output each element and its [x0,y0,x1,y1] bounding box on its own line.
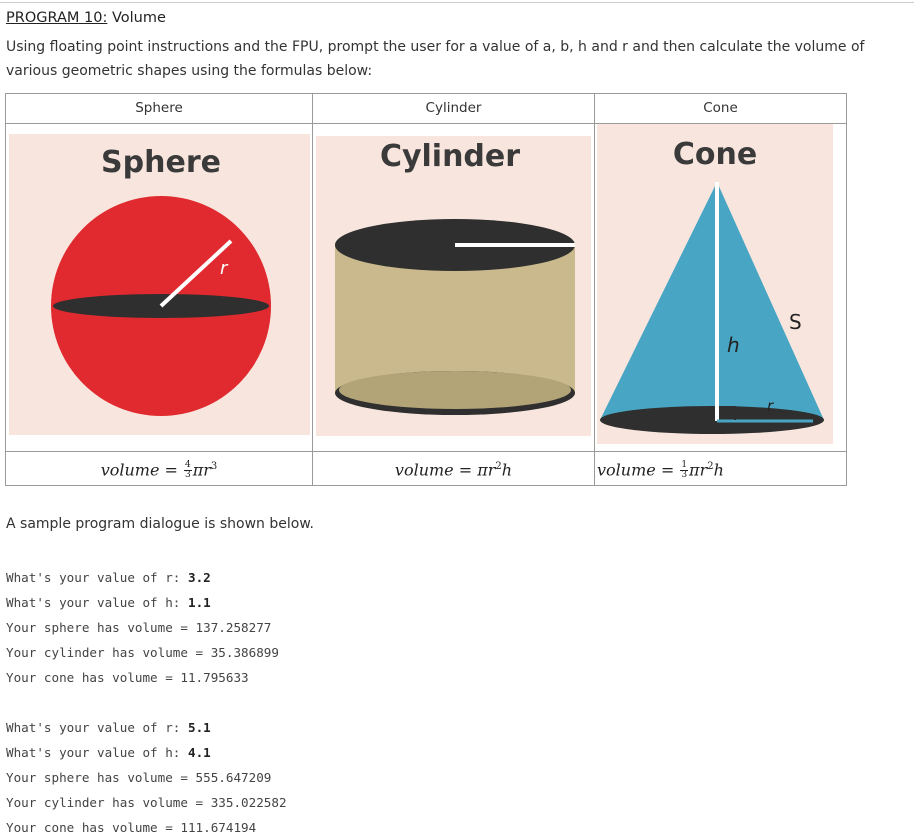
prompt-text: What's your value of r: [6,570,188,585]
prompt-text: What's your value of h: [6,595,188,610]
cylinder-bottom [339,371,571,409]
sample-dialogue: What's your value of r: 3.2 What's your … [6,565,287,840]
fraction-denominator: 3 [185,470,191,481]
cone-radius-label: r [767,397,774,415]
cone-right-angle-mark [721,406,736,420]
output-text: Your cylinder has volume = 35.386899 [6,645,279,660]
cylinder-image-cell: Cylinder [312,123,595,452]
program-number: PROGRAM 10: [6,10,108,26]
sphere-radius-line [159,239,233,308]
dialogue-line: What's your value of h: 4.1 [6,740,287,765]
user-input: 3.2 [187,570,211,585]
program-title: Volume [107,10,166,26]
dialogue-line: Your cylinder has volume = 35.386899 [6,640,287,665]
user-input: 4.1 [187,745,211,760]
prompt-text: What's your value of h: [6,745,188,760]
output-text: Your cone has volume = 111.674194 [6,820,257,835]
formula-lhs: volume [597,460,656,480]
cylinder-formula: volume = πr2h [312,450,595,487]
prompt-text: What's your value of r: [6,720,188,735]
fraction-denominator: 3 [681,470,688,481]
header-cone: Cone [594,93,847,124]
shapes-table: Sphere Cylinder Cone Sphere r Cylinder [5,93,847,487]
dialogue-line: What's your value of r: 5.1 [6,715,287,740]
cylinder-title: Cylinder [380,139,520,174]
formula-equals: = [655,460,680,480]
cone-image-cell: Cone h S r [594,123,847,452]
cone-height-label: h [727,333,740,357]
sphere-title: Sphere [101,145,221,180]
formula-exponent: 3 [210,461,218,472]
formula-equals: = [159,460,184,480]
sample-intro: A sample program dialogue is shown below… [6,516,314,532]
formula-rhs: πr [477,460,496,480]
formula-rhs: πr [192,460,211,480]
dialogue-gap [6,690,287,715]
dialogue-line: Your sphere has volume = 137.258277 [6,615,287,640]
fraction-numerator: 1 [680,460,689,472]
dialogue-line: Your cylinder has volume = 335.022582 [6,790,287,815]
sphere-illustration: Sphere r [9,134,310,435]
output-text: Your cylinder has volume = 335.022582 [6,795,287,810]
formula-lhs: volume [394,460,454,480]
cone-slant-label: S [789,310,802,334]
user-input: 1.1 [187,595,211,610]
formula-lhs: volume [100,460,160,480]
dialogue-line: What's your value of r: 3.2 [6,565,287,590]
user-input: 5.1 [187,720,211,735]
header-sphere: Sphere [5,93,313,124]
cylinder-illustration: Cylinder [316,136,591,436]
top-divider [0,2,914,3]
cone-illustration: Cone h S r [597,124,833,444]
cone-base [600,406,824,434]
formula-tail: h [501,460,513,480]
dialogue-line: Your cone has volume = 111.674194 [6,815,287,840]
intro-paragraph: Using floating point instructions and th… [6,39,865,79]
dialogue-line: Your cone has volume = 11.795633 [6,665,287,690]
formula-exponent: 2 [707,461,714,472]
output-text: Your cone has volume = 11.795633 [6,670,249,685]
dialogue-line: What's your value of h: 1.1 [6,590,287,615]
fraction-numerator: 4 [184,460,192,472]
table-header-row: Sphere Cylinder Cone [5,93,847,124]
formula-rhs: πr [689,460,708,480]
sphere-radius-label: r [220,258,229,279]
formula-tail: h [713,460,724,480]
output-text: Your sphere has volume = 137.258277 [6,620,272,635]
table-image-row: Sphere r Cylinder [5,123,847,452]
cone-body [600,182,824,420]
program-heading: PROGRAM 10: Volume [6,10,166,26]
output-text: Your sphere has volume = 555.647209 [6,770,272,785]
dialogue-line: Your sphere has volume = 555.647209 [6,765,287,790]
sphere-image-cell: Sphere r [5,123,313,452]
header-cylinder: Cylinder [312,93,595,124]
cone-title: Cone [673,137,757,172]
formula-equals: = [453,460,478,480]
formula-exponent: 2 [495,461,502,472]
